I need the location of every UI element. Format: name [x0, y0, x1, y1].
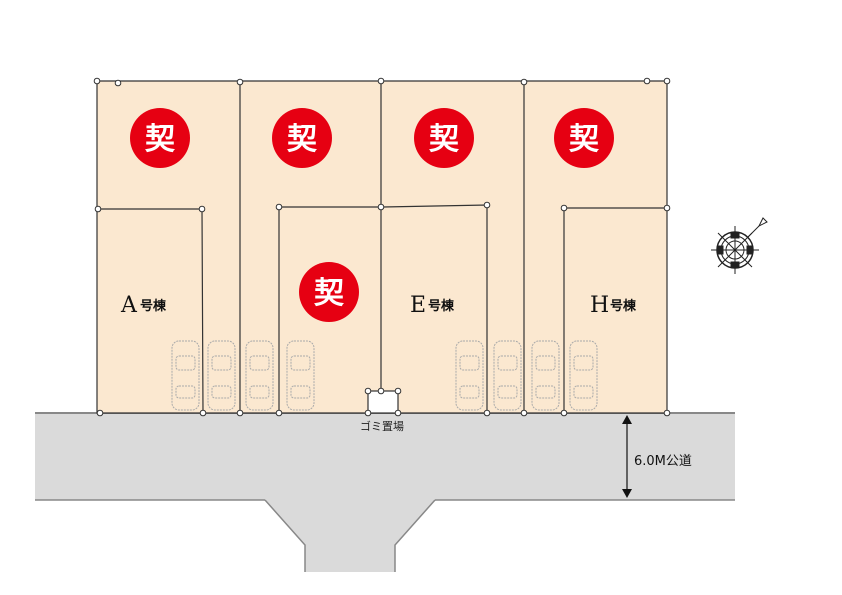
parking-car-icon: [207, 340, 236, 411]
stamp-text: 契: [569, 122, 600, 157]
boundary-point: [236, 409, 244, 417]
svg-text:H: H: [590, 293, 609, 318]
stamp-text: 契: [429, 122, 460, 157]
boundary-point: [364, 387, 372, 395]
contracted-stamp: 契: [299, 262, 359, 322]
lot-label-e: E 号棟: [410, 293, 455, 318]
boundary-point: [643, 77, 651, 85]
boundary-point: [93, 77, 101, 85]
boundary-point: [377, 387, 385, 395]
svg-text:E: E: [410, 293, 426, 318]
boundary-point: [364, 409, 372, 417]
boundary-point: [483, 201, 491, 209]
lot-label-h: H 号棟: [590, 293, 637, 318]
boundary-point: [377, 77, 385, 85]
boundary-point: [483, 409, 491, 417]
garbage-label: ゴミ置場: [360, 419, 404, 433]
stamp-text: 契: [287, 122, 318, 157]
boundary-point: [199, 409, 207, 417]
boundary-point: [198, 205, 206, 213]
boundary-point: [520, 78, 528, 86]
parking-car-icon: [245, 340, 274, 411]
boundary-point: [275, 203, 283, 211]
parking-car-icon: [286, 340, 315, 411]
parking-car-icon: [171, 340, 200, 411]
road-width-dimension: [622, 415, 632, 498]
svg-text:号棟: 号棟: [610, 298, 637, 314]
contracted-stamp: 契: [554, 108, 614, 168]
boundary-point: [560, 409, 568, 417]
parking-car-icon: [455, 340, 484, 411]
stamp-text: 契: [145, 122, 176, 157]
parking-car-icon: [531, 340, 560, 411]
compass-rose-icon: [711, 217, 768, 274]
contracted-stamp: 契: [272, 108, 332, 168]
boundary-point: [663, 77, 671, 85]
parking-car-icon: [493, 340, 522, 411]
boundary-point: [236, 78, 244, 86]
stamp-text: 契: [314, 276, 345, 311]
boundary-point: [96, 409, 104, 417]
contracted-stamp: 契: [414, 108, 474, 168]
parking-car-icon: [569, 340, 598, 411]
svg-text:号棟: 号棟: [140, 298, 167, 314]
boundary-point: [394, 409, 402, 417]
boundary-point: [663, 204, 671, 212]
svg-text:号棟: 号棟: [428, 298, 455, 314]
lot-label-a: A 号棟: [120, 293, 167, 318]
boundary-point: [377, 203, 385, 211]
garbage-area: [367, 390, 399, 414]
contracted-stamp: 契: [130, 108, 190, 168]
boundary-point: [394, 387, 402, 395]
boundary-point: [275, 409, 283, 417]
public-road: [35, 413, 735, 572]
boundary-point: [114, 79, 122, 87]
road-width-label: 6.0M公道: [634, 454, 692, 469]
svg-text:A: A: [120, 293, 138, 318]
boundary-point: [663, 409, 671, 417]
boundary-point: [560, 204, 568, 212]
boundary-point: [520, 409, 528, 417]
boundary-point: [94, 205, 102, 213]
